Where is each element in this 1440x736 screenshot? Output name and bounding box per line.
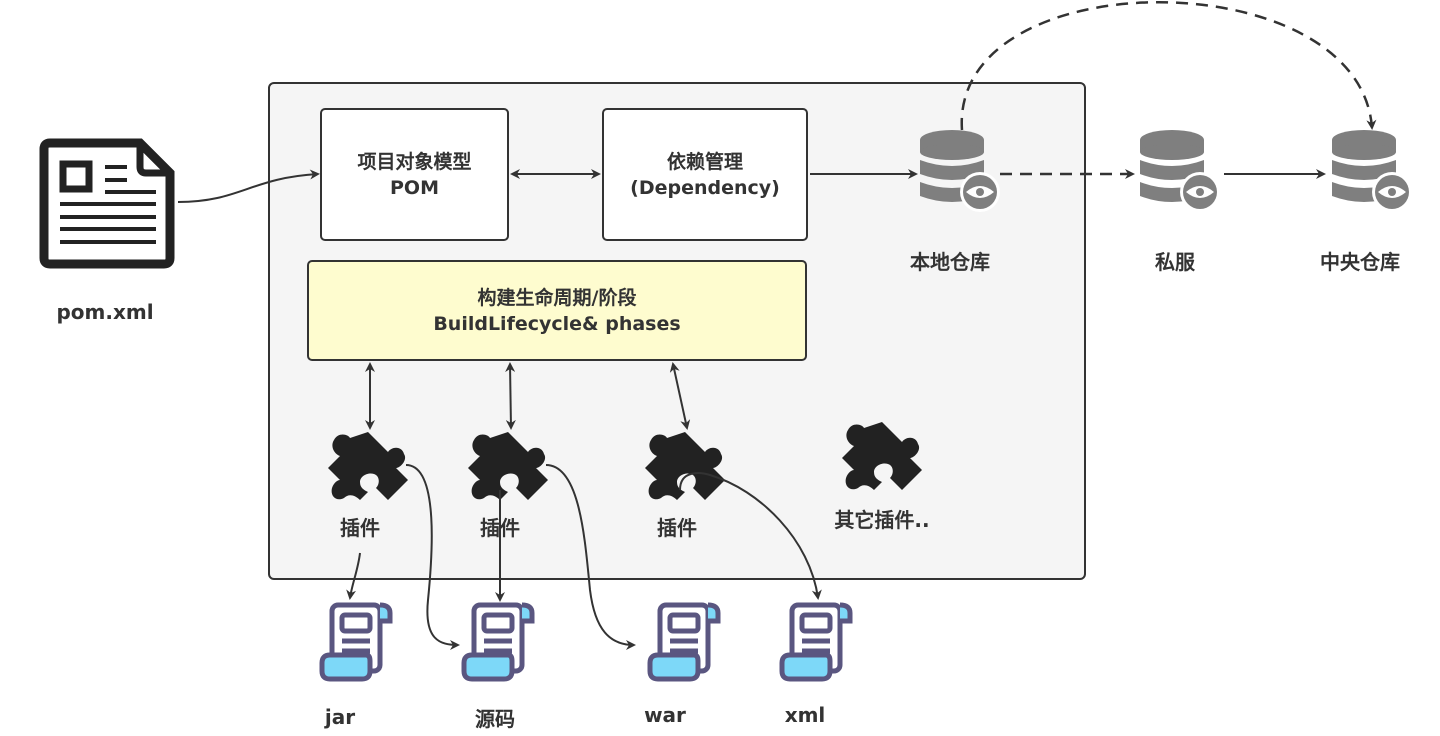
connector-plugin3-to-xml: [679, 472, 822, 600]
output-label-war: war: [644, 703, 686, 727]
connector-plugin1-to-jar: [346, 552, 361, 600]
output-label-source: 源码: [475, 707, 515, 731]
database-eye-icon: [1140, 130, 1220, 212]
dependency-box[interactable]: 依赖管理 (Dependency): [602, 108, 808, 241]
database-eye-icon: [920, 130, 1000, 212]
puzzle-piece-icon: [468, 432, 548, 500]
output-label-xml: xml: [784, 703, 826, 727]
plugin-label-3: 插件: [657, 516, 697, 540]
database-eye-icon: [1332, 130, 1412, 212]
scroll-icon: [782, 605, 850, 679]
private-repo-label: 私服: [1155, 250, 1195, 274]
local-repo-label: 本地仓库: [910, 250, 990, 274]
output-label-jar: jar: [324, 705, 356, 729]
plugin-label-2: 插件: [480, 516, 520, 540]
scroll-icon: [464, 605, 532, 679]
connector-pomxml-to-pom: [177, 169, 320, 203]
document-icon: [39, 138, 175, 269]
scroll-icon: [650, 605, 718, 679]
puzzle-piece-icon: [842, 422, 922, 490]
pomxml-label: pom.xml: [56, 300, 154, 324]
central-repo-label: 中央仓库: [1320, 250, 1400, 274]
pom-box[interactable]: 项目对象模型 POM: [320, 108, 509, 241]
pom-box-title: 项目对象模型: [357, 150, 472, 173]
puzzle-piece-icon: [328, 432, 408, 500]
other-plugins-label: 其它插件..: [834, 508, 930, 532]
connector-lifecycle-plugin-3: [669, 362, 691, 430]
dependency-box-subtitle: (Dependency): [630, 176, 780, 199]
pom-box-subtitle: POM: [390, 176, 439, 199]
connector-plugin2-to-war: [545, 464, 636, 650]
connector-lifecycle-plugin-2: [505, 362, 516, 430]
lifecycle-box-subtitle: BuildLifecycle& phases: [433, 312, 681, 335]
plugin-label-1: 插件: [340, 516, 380, 540]
connector-local-to-central-dashed: [960, 1, 1377, 131]
puzzle-piece-icon: [645, 432, 725, 500]
dependency-box-title: 依赖管理: [666, 150, 743, 173]
scroll-icon: [322, 605, 390, 679]
lifecycle-box[interactable]: 构建生命周期/阶段 BuildLifecycle& phases: [307, 260, 807, 361]
lifecycle-box-title: 构建生命周期/阶段: [477, 286, 637, 309]
connector-plugin1-to-source: [405, 464, 460, 650]
